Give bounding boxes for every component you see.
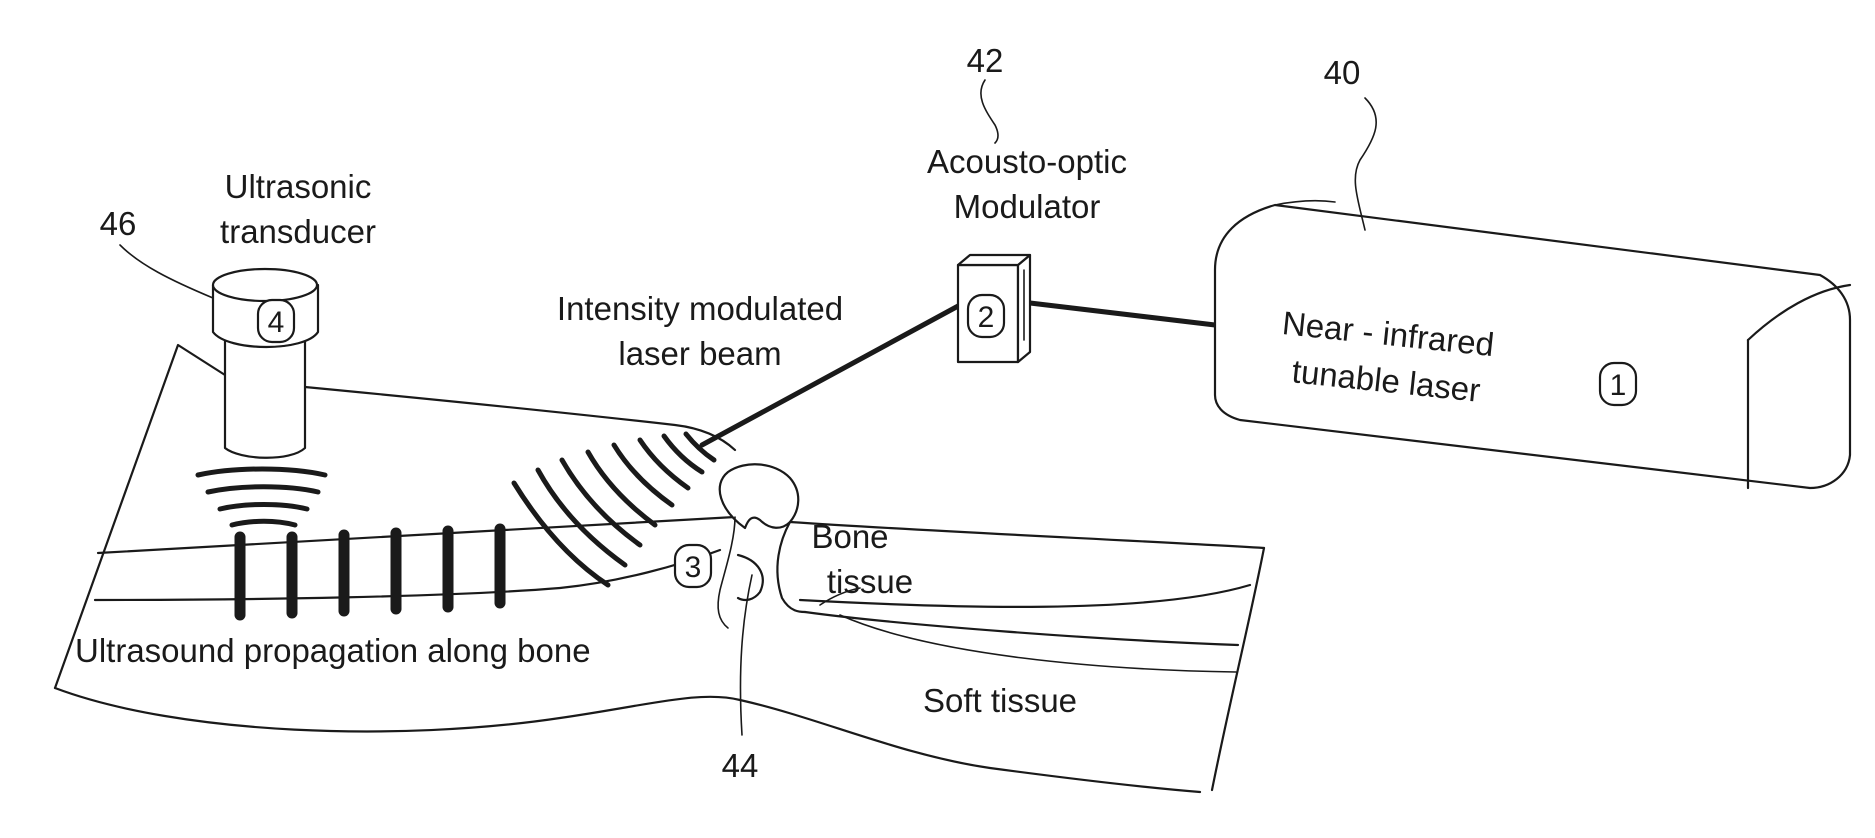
label-tissue: tissue [827,563,913,600]
tunable-laser [1215,201,1850,488]
circled-number-3: 3 [675,545,711,587]
label-intensity-modulated: Intensity modulated [557,290,843,327]
leader-40 [1355,98,1376,230]
modulator-top [958,255,1030,265]
circled-number-4: 4 [258,300,294,342]
ref-44: 44 [722,747,759,784]
laser-to-modulator-beam [1030,303,1215,325]
transducer-cap-top [213,269,317,301]
label-transducer: transducer [220,213,376,250]
ref-40: 40 [1324,54,1361,91]
transducer-wave-2 [208,487,318,492]
fan-wave-4 [588,452,655,525]
laser-body [1215,205,1850,488]
transducer-body [225,340,305,458]
circled-number-1: 1 [1600,363,1636,405]
fan-wave-6 [640,440,688,488]
fracture-edge-left [718,517,735,628]
bone-lower-left [95,550,720,600]
transducer-waves [198,469,325,525]
circle-4-text: 4 [268,306,285,339]
leader-42 [981,80,998,143]
label-soft-tissue: Soft tissue [923,682,1077,719]
limb-right-edge [1212,548,1264,790]
label-laser-beam: laser beam [618,335,781,372]
fan-wave-7 [664,436,702,472]
circle-2-text: 2 [978,301,995,334]
circle-3-text: 3 [685,551,702,584]
label-acousto-optic: Acousto-optic [927,143,1127,180]
fan-wave-8 [686,434,714,460]
fracture-site [718,464,805,628]
transducer-wave-4 [232,521,295,525]
label-bone: Bone [811,518,888,555]
fracture-callus [777,522,805,612]
leader-46 [120,245,213,298]
circled-number-2: 2 [968,295,1004,337]
transducer-wave-1 [198,469,325,475]
laser-top-ridge [1275,201,1335,205]
ultrasonic-transducer [213,269,318,458]
label-modulator: Modulator [954,188,1101,225]
bone-fragment [720,464,799,528]
fan-wave-1 [514,483,608,585]
label-ultrasonic: Ultrasonic [225,168,372,205]
label-ultrasound-propagation: Ultrasound propagation along bone [75,632,591,669]
fracture-gap [738,555,763,600]
ref-46: 46 [100,205,137,242]
transducer-wave-3 [220,505,307,510]
bone-upper-left [98,517,735,553]
bone-lower-right [805,612,1238,645]
ref-42: 42 [967,42,1004,79]
circle-1-text: 1 [1610,369,1627,402]
